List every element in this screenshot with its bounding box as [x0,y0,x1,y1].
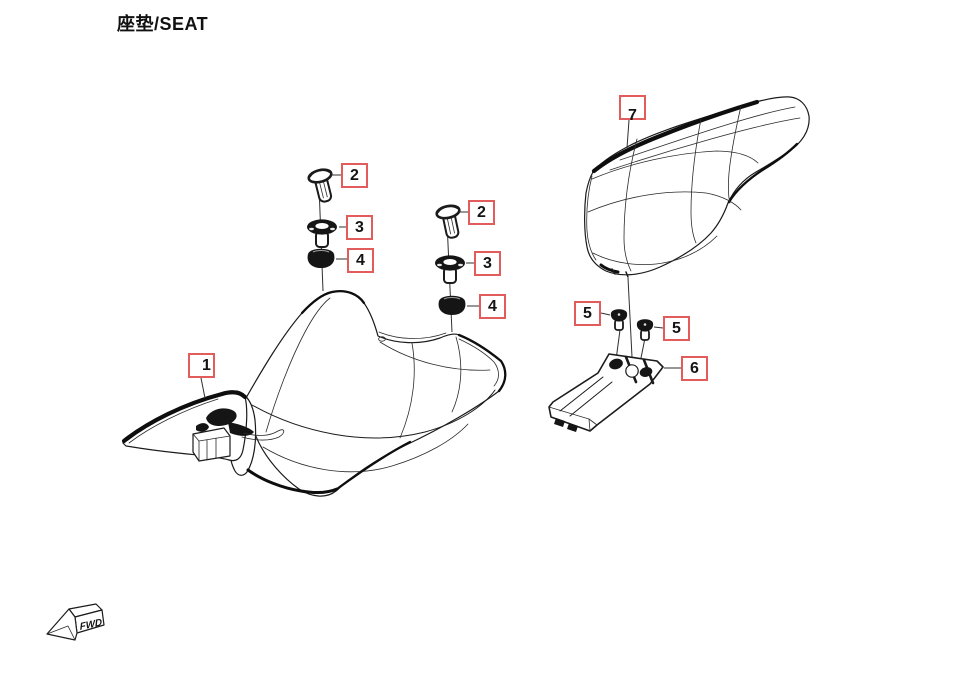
seat-grommet-drawing-left [307,219,337,248]
callout-2-left[interactable]: 2 [341,163,368,188]
seat-bolt-drawing-right [435,204,461,239]
bracket-drawing [548,353,664,432]
callout-1-front-seat[interactable]: 1 [188,353,215,378]
callout-4-left[interactable]: 4 [347,248,374,273]
fwd-label: FWD [79,617,102,633]
callout-number: 5 [672,319,681,337]
callout-5-right[interactable]: 5 [663,316,690,341]
callout-number: 4 [488,297,497,315]
callout-7-rear-seat[interactable]: 7 [619,95,646,123]
seat-damper-drawing-left [307,248,335,268]
rear-seat-drawing [584,96,810,278]
seat-damper-drawing-right [438,295,466,315]
callout-number: 2 [477,203,486,221]
callout-3-left[interactable]: 3 [346,215,373,240]
callout-2-right[interactable]: 2 [468,200,495,225]
callout-number: 1 [202,356,211,374]
fwd-direction-arrow: FWD [46,603,105,641]
seat-grommet-drawing-right [435,255,465,284]
rear-bolt-drawing-right [636,319,654,341]
callout-number: 2 [350,166,359,184]
front-seat-drawing [121,290,507,497]
callout-number: 7 [628,106,637,124]
rear-bolt-drawing-left [610,309,628,331]
callout-number: 4 [356,251,365,269]
callout-6-bracket[interactable]: 6 [681,356,708,381]
callout-number: 6 [690,359,699,377]
callout-number: 3 [483,254,492,272]
page-title: 座垫/SEAT [117,14,209,34]
callout-3-right[interactable]: 3 [474,251,501,276]
callout-4-right[interactable]: 4 [479,294,506,319]
seat-bolt-drawing-left [307,168,333,203]
callout-number: 5 [583,304,592,322]
leader-lines [200,119,681,399]
callout-5-left[interactable]: 5 [574,301,601,326]
callout-number: 3 [355,218,364,236]
